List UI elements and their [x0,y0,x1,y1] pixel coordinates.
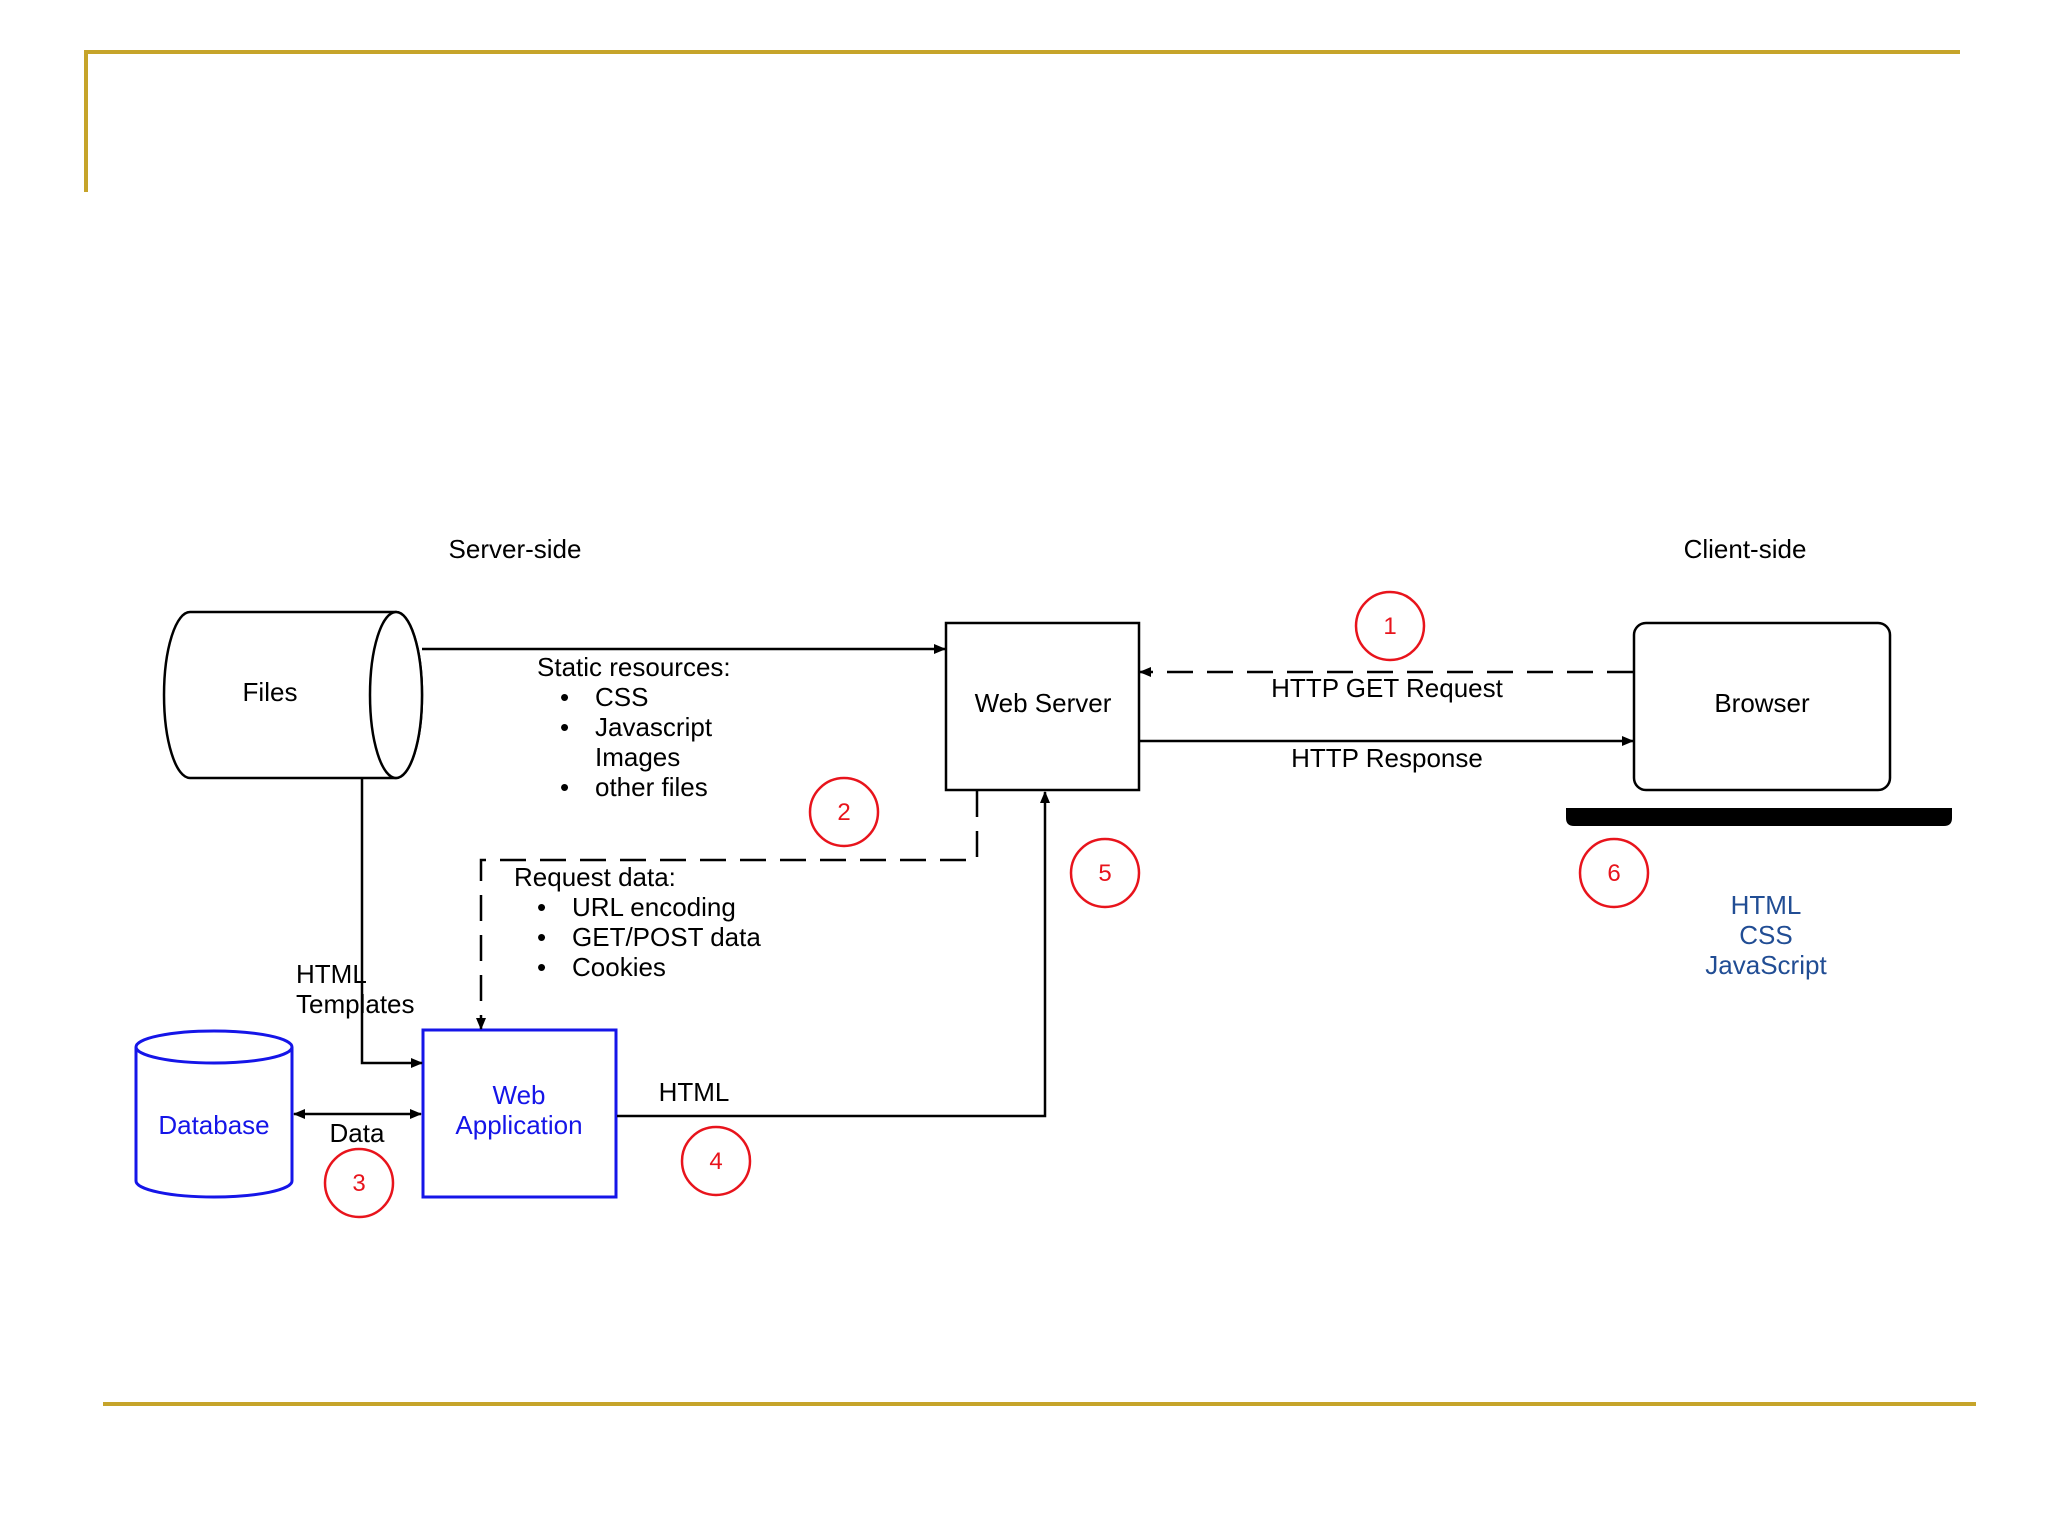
client-tech-list: HTML CSS JavaScript [1705,890,1827,980]
browser-label: Browser [1714,688,1810,718]
laptop-base [1566,808,1952,826]
files-label: Files [243,677,298,707]
step-4-marker: 4 [680,1125,752,1197]
browser-node: Browser [1566,621,1952,826]
static-bullet-2: • [560,712,569,742]
step-2-marker: 2 [808,776,880,848]
arrow-html-output [617,791,1050,1118]
step-2-label: 2 [837,799,850,826]
html-templates-label-line1: HTML [296,959,367,989]
data-label: Data [330,1118,385,1148]
step-1-label: 1 [1383,613,1396,640]
static-item-css: CSS [595,682,648,712]
html-output-label: HTML [659,1077,730,1107]
arrow-html-templates [360,779,423,1068]
client-tech-html: HTML [1731,890,1802,920]
step-6-marker: 6 [1578,837,1650,909]
static-item-javascript: Javascript [595,712,713,742]
request-bullet-2: • [537,922,546,952]
request-bullet-3: • [537,952,546,982]
web-application-label-line2: Application [455,1110,582,1140]
database-label: Database [158,1110,269,1140]
files-cylinder-end [368,610,424,780]
browser-box [1632,621,1892,792]
web-server-node: Web Server [944,621,1141,792]
request-data-title: Request data: [514,862,676,892]
files-node: Files [162,610,424,780]
http-response-label: HTTP Response [1291,743,1483,773]
request-item-url-encoding: URL encoding [572,892,736,922]
html-templates-label-line2: Templates [296,989,415,1019]
static-bullet-4: • [560,772,569,802]
web-application-label-line1: Web [493,1080,546,1110]
static-item-other-files: other files [595,772,708,802]
web-application-box [421,1028,618,1199]
static-resources-title: Static resources: [537,652,731,682]
database-cylinder-top [134,1029,294,1065]
static-bullet-1: • [560,682,569,712]
arrow-request-data [476,791,979,1030]
step-5-marker: 5 [1069,837,1141,909]
http-get-request-label: HTTP GET Request [1271,673,1503,703]
request-bullet-1: • [537,892,546,922]
request-data-list: Request data: • URL encoding • GET/POST … [514,862,761,982]
static-item-images: Images [595,742,680,772]
database-cylinder-body [134,1047,294,1199]
web-application-node: Web Application [421,1028,618,1199]
request-item-get-post-data: GET/POST data [572,922,761,952]
step-markers: 1 2 3 4 5 6 [323,590,1650,1219]
web-server-box [944,621,1141,792]
step-4-label: 4 [709,1148,722,1175]
client-tech-css: CSS [1739,920,1792,950]
request-item-cookies: Cookies [572,952,666,982]
step-5-label: 5 [1098,860,1111,887]
client-side-heading: Client-side [1684,534,1807,564]
step-3-label: 3 [352,1170,365,1197]
web-server-label: Web Server [975,688,1112,718]
static-resources-list: Static resources: • CSS • Javascript Ima… [537,652,731,802]
slide-frame [84,50,1976,1406]
client-tech-javascript: JavaScript [1705,950,1827,980]
step-6-label: 6 [1607,860,1620,887]
step-3-marker: 3 [323,1147,395,1219]
step-1-marker: 1 [1354,590,1426,662]
server-side-heading: Server-side [449,534,582,564]
database-node: Database [134,1029,294,1199]
